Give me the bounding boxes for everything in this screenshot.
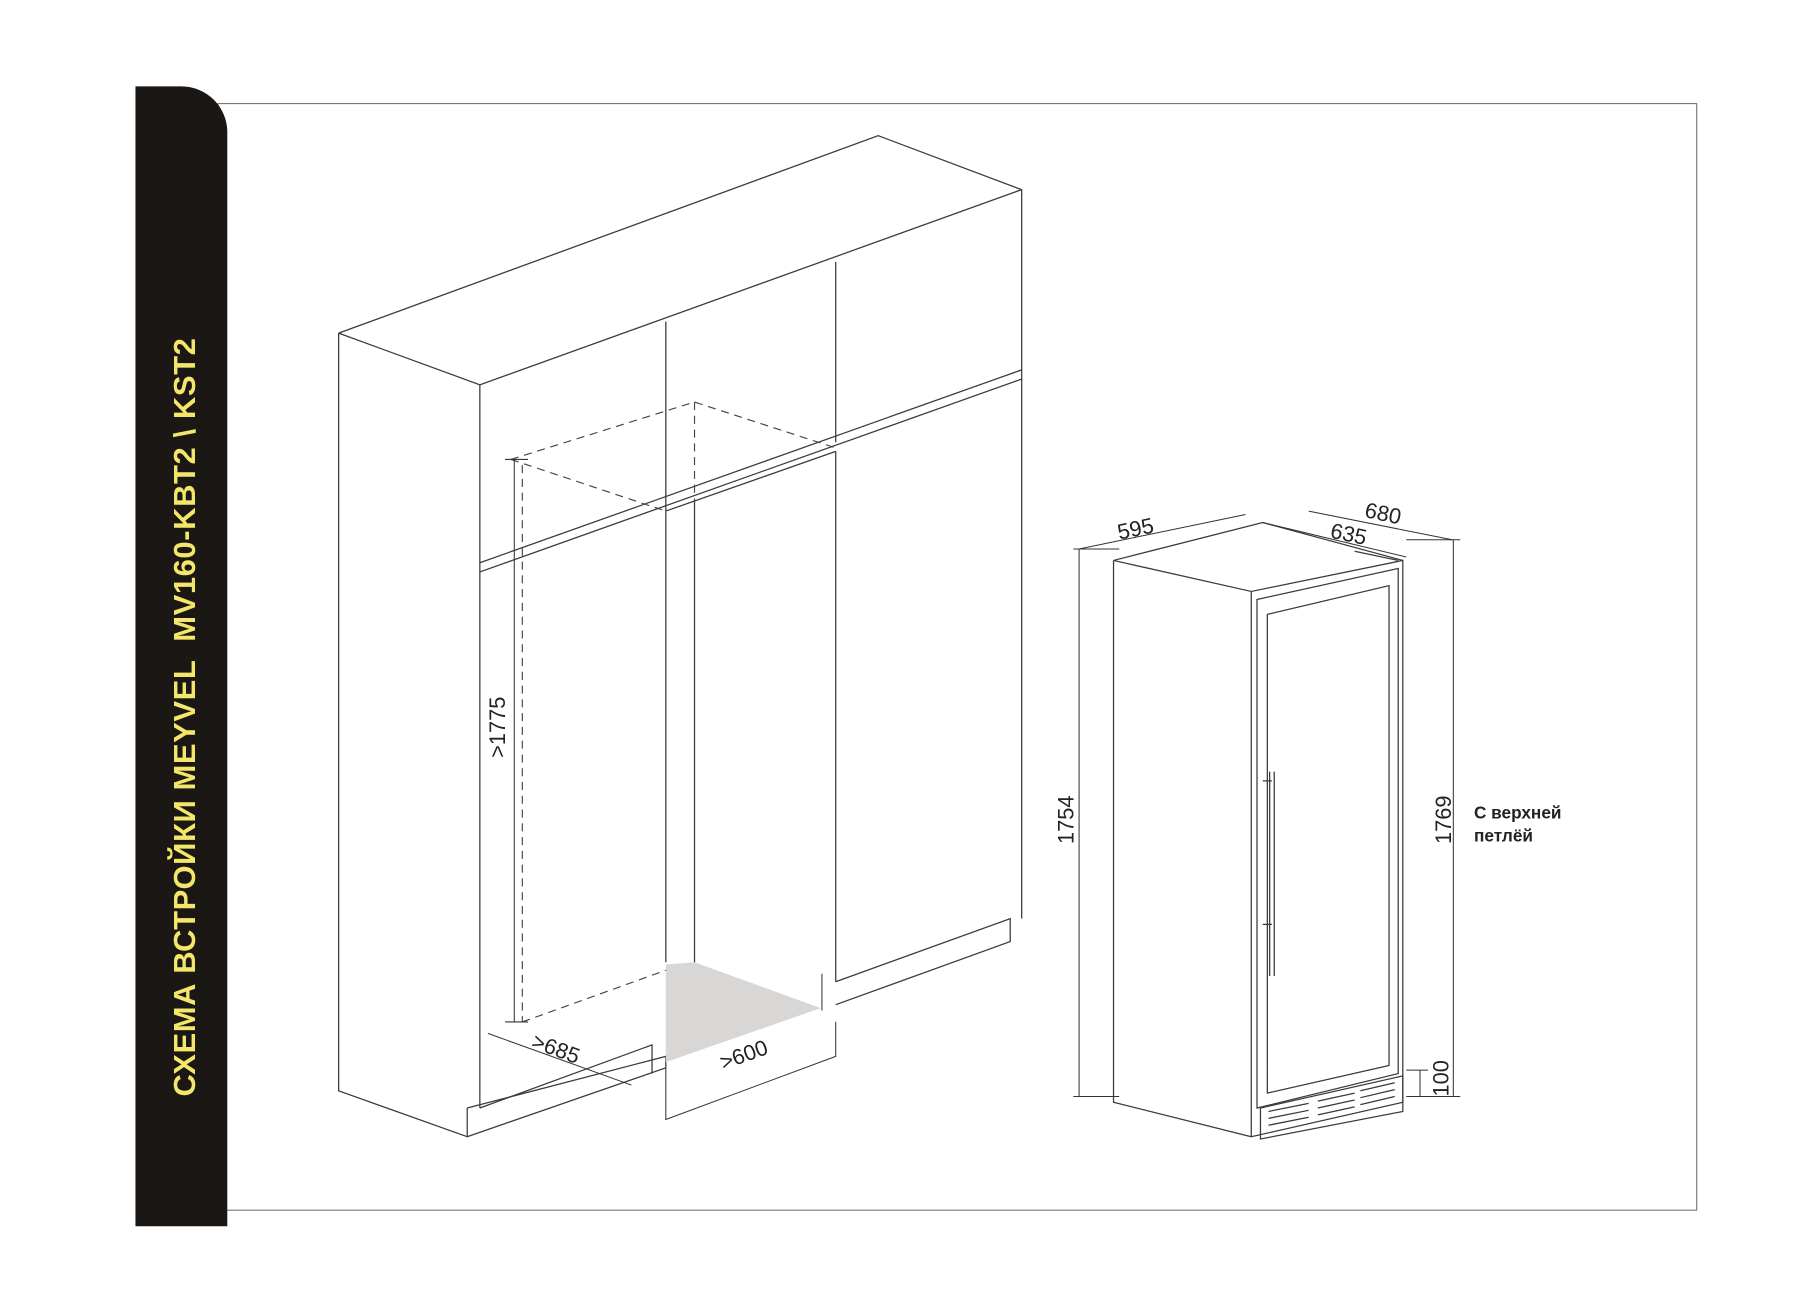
hinge-note-line2: петлёй	[1474, 826, 1533, 846]
niche-depth-label: >685	[529, 1028, 584, 1068]
niche-height-label: >1775	[485, 697, 510, 758]
fridge-drawing: 595 680 635 1754 1769 100	[1053, 497, 1461, 1140]
height-label: 1754	[1053, 795, 1078, 844]
hinge-note-line1: С верхней	[1474, 803, 1562, 823]
title-sidebar	[135, 86, 228, 1227]
height-with-hinge-label: 1769	[1431, 795, 1456, 844]
depth-label: 635	[1328, 518, 1369, 550]
page-frame	[217, 102, 1698, 1211]
width-label: 595	[1115, 513, 1156, 545]
sidebar-title: СХЕМА ВСТРОЙКИ MEYVEL MV160-KBT2 \ KST2	[166, 338, 202, 1097]
plinth-height-label: 100	[1429, 1060, 1454, 1096]
cabinet-drawing: >1775 >685 >600	[338, 135, 1023, 1138]
niche-floor	[665, 962, 821, 1063]
vent-grille	[1268, 1082, 1395, 1126]
